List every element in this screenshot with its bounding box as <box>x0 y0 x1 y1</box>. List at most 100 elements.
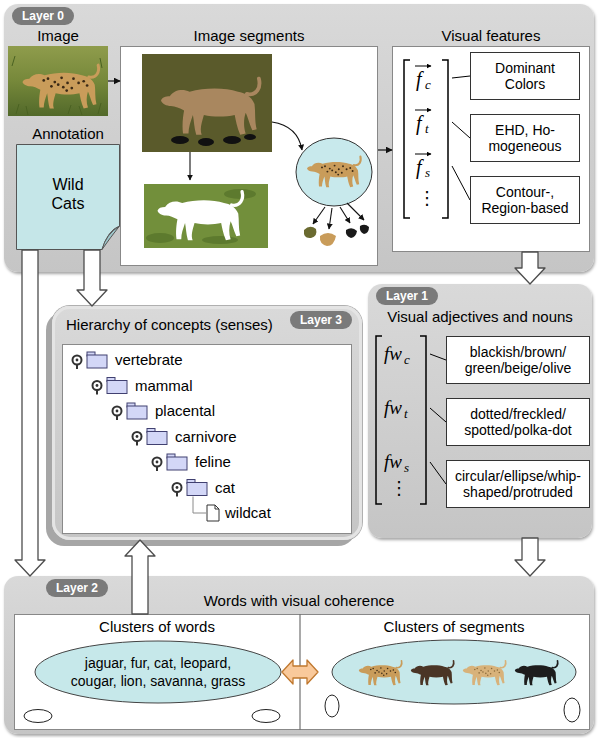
cat-spot <box>42 79 45 82</box>
shadow-segment <box>223 136 241 144</box>
empty-cluster <box>252 710 280 723</box>
cat-spot <box>499 672 501 674</box>
vector-symbol: fw <box>384 343 402 364</box>
vector-subscript: s <box>404 460 409 475</box>
layer-tab: Layer 3 <box>290 311 352 329</box>
layer-arrow <box>125 540 155 614</box>
pin-dot <box>176 486 179 489</box>
vector-subscript: c <box>404 352 410 367</box>
pin-icon <box>93 381 102 390</box>
term-box: blackish/brown/ green/beige/olive <box>446 336 590 384</box>
flow-arrow <box>378 149 392 150</box>
cat-spot <box>334 165 336 167</box>
cat-spot <box>337 174 339 176</box>
cluster-ellipse <box>34 640 282 704</box>
split-arrow <box>347 203 364 220</box>
cat-spot <box>338 168 340 170</box>
cat-body <box>161 89 257 135</box>
document-icon <box>207 505 219 521</box>
cat-tail <box>396 661 402 668</box>
section-heading: Annotation <box>32 125 104 142</box>
cat-body <box>463 665 505 685</box>
cat-body <box>307 162 359 187</box>
leader-line <box>452 166 470 200</box>
grass-blade <box>12 56 15 66</box>
pin-icon <box>133 432 142 441</box>
cat-spot <box>77 82 80 85</box>
cat-spot <box>393 669 395 671</box>
cluster-outline <box>35 641 281 703</box>
annotation-note: AnnotationWild Cats <box>16 124 120 250</box>
leader-line <box>452 76 470 78</box>
cat-body <box>23 73 97 109</box>
features-panel: Dominant ColorsEHD, Ho- mogeneousContour… <box>392 26 590 252</box>
cat-spot <box>374 672 376 674</box>
feature-box: Contour-, Region-based <box>470 176 580 224</box>
vector-bracket <box>376 336 382 504</box>
pin-icon <box>73 356 82 365</box>
folder-icon <box>127 406 147 419</box>
cat-spot <box>321 166 323 168</box>
leader-line <box>430 462 446 484</box>
split-arrow <box>329 208 332 229</box>
cat-spot <box>380 667 382 669</box>
grass-blade <box>68 105 71 114</box>
cat-tail <box>247 79 260 95</box>
cat-figure <box>161 79 259 135</box>
panel-frame <box>121 47 378 266</box>
section-heading: Clusters of segments <box>384 618 525 635</box>
cat-spot <box>324 165 326 167</box>
pin-icon <box>153 458 162 467</box>
folder-icon <box>147 432 167 445</box>
segments-illustration <box>120 26 378 266</box>
document-fold <box>215 505 219 509</box>
cat-spot <box>390 670 392 672</box>
vector-subscript: c <box>425 77 431 92</box>
cat-spot <box>476 668 478 670</box>
cat-spot <box>86 84 89 87</box>
vector-subscript: t <box>425 121 429 136</box>
tree-branch <box>193 497 206 514</box>
photo-ground <box>8 46 108 116</box>
cat-spot <box>82 80 85 83</box>
cluster-region: jaguar, fur, cat, leopard, cougar, lion,… <box>14 614 300 730</box>
cat-tail <box>89 65 99 77</box>
cluster-words: jaguar, fur, cat, leopard, cougar, lion,… <box>71 655 245 689</box>
small-segment <box>304 227 317 238</box>
cat-figure <box>359 661 402 685</box>
cat-spot <box>383 670 385 672</box>
cat-spot <box>387 668 389 670</box>
cat-spot <box>341 172 343 174</box>
pin-dot <box>136 435 139 438</box>
empty-cluster <box>24 710 52 723</box>
section-heading: Image segments <box>194 27 305 44</box>
section-heading: Image <box>37 27 79 44</box>
empty-cluster <box>564 698 580 722</box>
panel-frame <box>15 615 590 730</box>
vector-ellipsis: ⋮ <box>390 477 408 498</box>
shadow-segment <box>244 134 256 140</box>
vector-subscript: t <box>404 406 408 421</box>
cat-spot <box>386 673 388 675</box>
grass-blade <box>26 106 28 115</box>
cat-spot <box>494 670 496 672</box>
note-sheet <box>17 145 120 250</box>
panel-title: Hierarchy of concepts (senses) <box>66 316 273 333</box>
grass-patch <box>146 233 174 243</box>
vector-symbol: f <box>416 156 422 178</box>
cat-spot <box>72 77 75 80</box>
layer-panel: Image Image segments Dominant ColorsEHD, H… <box>4 4 594 272</box>
panel-frame <box>393 47 590 252</box>
leader-line <box>430 354 446 360</box>
vector-bracket <box>404 60 410 218</box>
pin-dot <box>156 461 159 464</box>
panel-title: Visual adjectives and nouns <box>387 308 573 325</box>
pin-dot <box>96 384 99 387</box>
layer-panel: jaguar, fur, cat, leopard, cougar, lion,… <box>4 576 594 734</box>
vector-subscript: s <box>425 165 430 180</box>
small-segment <box>320 233 336 246</box>
cat-tail <box>552 661 558 668</box>
cat-spot <box>57 83 60 86</box>
term-box: circular/ellipse/whip- shaped/protruded <box>446 460 590 508</box>
layer-panel: blackish/brown/ green/beige/olivedotted/… <box>368 284 592 538</box>
